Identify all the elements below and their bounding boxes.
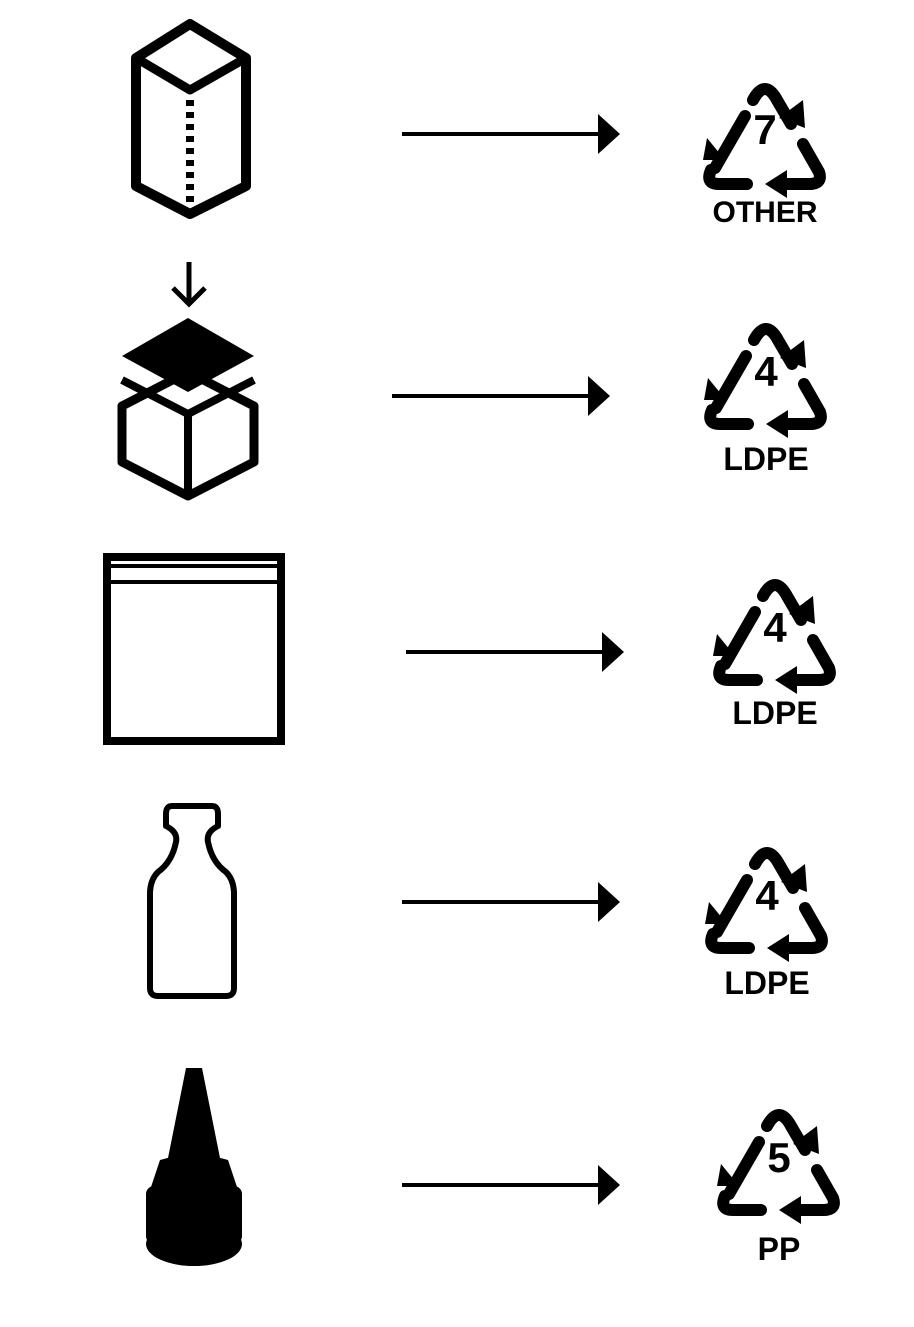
recycle-code-1: 7 OTHER [703, 89, 820, 229]
tall-carton-icon [131, 19, 251, 219]
recycle-code-3: 4 LDPE [713, 585, 830, 731]
recycle-number: 4 [754, 348, 778, 395]
row-1: 7 OTHER [131, 19, 820, 229]
row-5: 5 PP [146, 1068, 834, 1267]
row-3: 4 LDPE [103, 553, 830, 745]
arrow-5 [402, 1165, 620, 1205]
arrow-3 [406, 632, 624, 672]
recycle-number: 5 [767, 1134, 790, 1181]
recycle-code-2: 4 LDPE [704, 329, 821, 477]
recycle-label: LDPE [732, 695, 817, 731]
recycle-label: PP [758, 1231, 801, 1267]
recycle-label: LDPE [724, 965, 809, 1001]
row-2: 4 LDPE [117, 262, 821, 501]
box-lid-icon [117, 262, 259, 501]
nozzle-cap-icon [146, 1068, 242, 1266]
recycle-number: 7 [753, 106, 776, 153]
zip-bag-icon [103, 553, 285, 745]
recycle-number: 4 [763, 604, 787, 651]
recycle-label: OTHER [713, 196, 818, 229]
arrow-2 [392, 376, 610, 416]
recycle-code-5: 5 PP [717, 1115, 834, 1267]
row-4: 4 LDPE [147, 803, 822, 1001]
bottle-icon [147, 803, 237, 999]
recycle-label: LDPE [723, 441, 808, 477]
recycle-number: 4 [755, 872, 779, 919]
arrow-4 [402, 882, 620, 922]
arrow-1 [402, 114, 620, 154]
recycle-code-4: 4 LDPE [705, 853, 822, 1001]
